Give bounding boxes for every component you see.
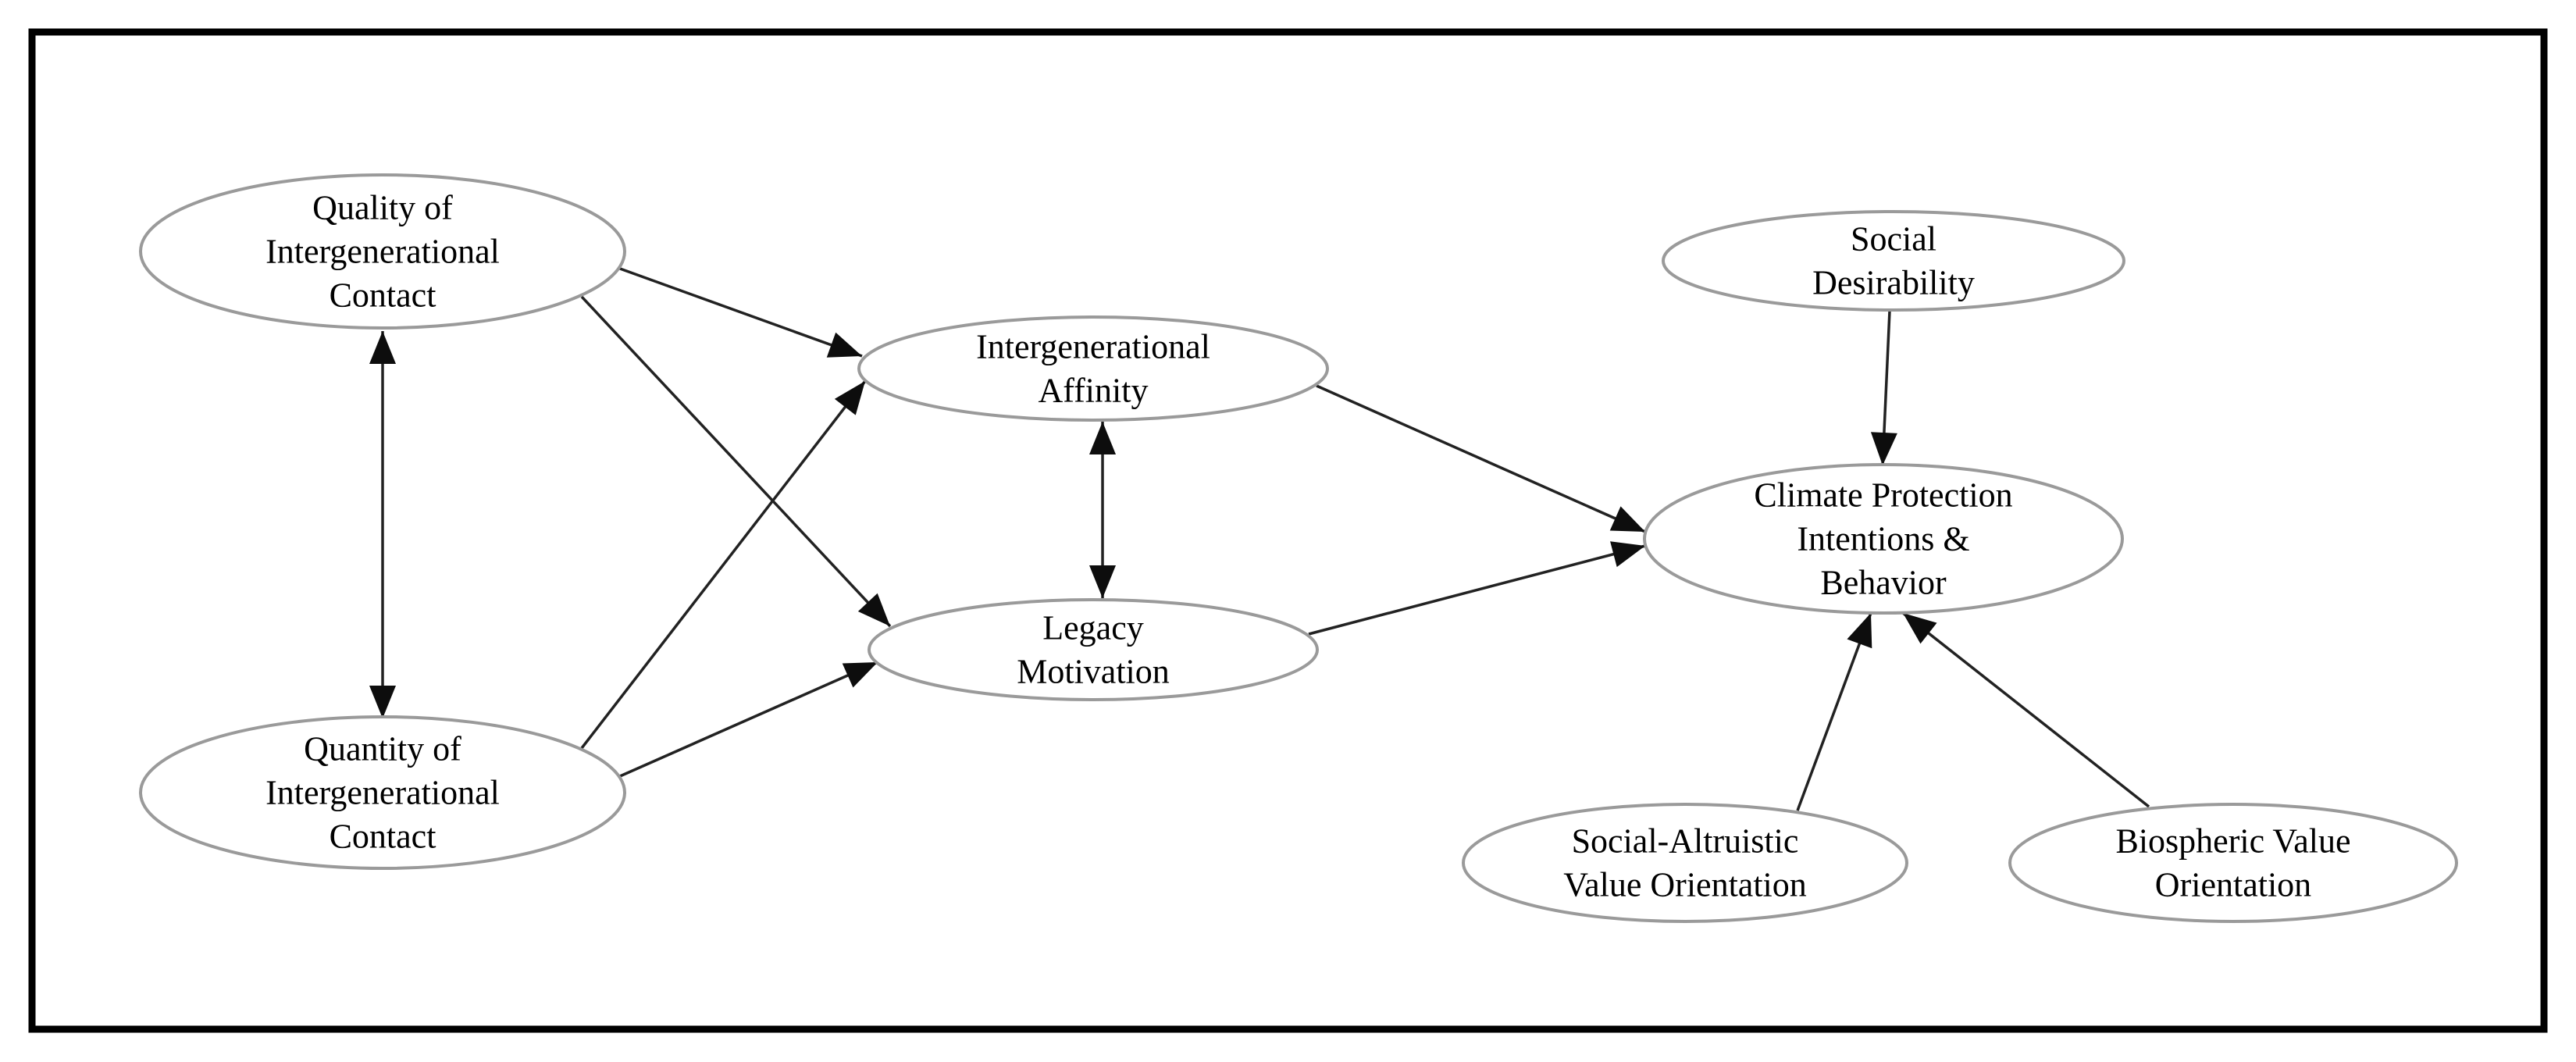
edge-line-quantity-affinity [580, 380, 867, 750]
quality-of-intergenerational-contact-label-line: Intergenerational [265, 233, 500, 271]
quantity-of-intergenerational-contact-label-line: Quantity of [304, 730, 461, 768]
edge-quantity-affinity [580, 380, 867, 750]
climate-protection-intentions-and-behavior-label-line: Climate Protection [1754, 476, 2012, 515]
arrowhead-icon [857, 593, 890, 626]
arrowhead-icon [1089, 422, 1116, 454]
social-desirability-label-line: Social [1851, 220, 1936, 258]
edge-quality-legacy [580, 295, 892, 628]
arrowhead-icon [834, 381, 865, 415]
quality-of-intergenerational-contact-label-line: Quality of [312, 189, 453, 227]
arrowhead-icon [1609, 506, 1645, 532]
biospheric-value-orientation-label-line: Biospheric Value [2115, 822, 2350, 861]
quantity-of-intergenerational-contact-label-line: Intergenerational [265, 774, 500, 812]
quality-of-intergenerational-contact-label-line: Contact [330, 276, 436, 315]
intergenerational-affinity-label-line: Intergenerational [976, 328, 1210, 366]
edge-quality-quantity [369, 331, 396, 718]
arrowhead-icon [369, 686, 396, 718]
edge-line-legacy-climate [1308, 544, 1646, 636]
edge-social-altruistic-climate [1796, 612, 1872, 811]
biospheric-value-orientation-ellipse [2008, 803, 2458, 923]
climate-protection-intentions-and-behavior-label-line: Intentions & [1797, 520, 1969, 558]
legacy-motivation-ellipse [868, 598, 1319, 701]
arrowhead-icon [826, 332, 862, 358]
arrowhead-icon [1089, 565, 1116, 598]
quantity-of-intergenerational-contact-label-line: Contact [330, 818, 436, 856]
intergenerational-affinity-ellipse [857, 315, 1329, 422]
social-altruistic-value-orientation-ellipse [1462, 803, 1908, 923]
arrowhead-icon [1903, 613, 1937, 644]
social-altruistic-value-orientation-label-line: Social-Altruistic [1572, 822, 1799, 861]
climate-protection-intentions-and-behavior-ellipse [1643, 463, 2124, 615]
legacy-motivation-label-line: Legacy [1042, 609, 1143, 647]
social-altruistic-value-orientation-label-line: Value Orientation [1563, 866, 1807, 904]
edges-layer [369, 267, 2150, 811]
quality-of-intergenerational-contact-ellipse [139, 173, 626, 330]
edge-line-social-altruistic-climate [1796, 612, 1872, 811]
edge-quantity-legacy [619, 661, 878, 778]
arrowhead-icon [1847, 613, 1872, 649]
edge-biospheric-climate [1901, 611, 2150, 808]
quantity-of-intergenerational-contact-ellipse [139, 715, 626, 870]
edge-affinity-climate [1316, 384, 1646, 533]
nodes-layer: Quality ofIntergenerationalContactQuanti… [139, 173, 2458, 923]
edge-social-desirability-climate [1870, 310, 1897, 466]
biospheric-value-orientation-label-line: Orientation [2155, 866, 2311, 904]
intergenerational-affinity-label-line: Affinity [1039, 372, 1149, 410]
edge-line-quantity-legacy [619, 661, 878, 778]
social-desirability-ellipse [1662, 210, 2125, 312]
edge-line-quality-affinity [619, 267, 863, 358]
edge-line-quality-legacy [580, 295, 892, 628]
edge-affinity-legacy [1089, 422, 1116, 598]
climate-protection-intentions-and-behavior-label-line: Behavior [1820, 564, 1947, 602]
arrowhead-icon [842, 662, 878, 688]
arrowhead-icon [1870, 432, 1897, 465]
arrowhead-icon [1610, 541, 1645, 568]
edge-legacy-climate [1308, 541, 1646, 636]
arrowhead-icon [369, 331, 396, 364]
social-desirability-label-line: Desirability [1812, 264, 1975, 302]
edge-quality-affinity [619, 267, 863, 358]
legacy-motivation-label-line: Motivation [1017, 653, 1170, 691]
edge-line-affinity-climate [1316, 384, 1646, 533]
figure-border [28, 28, 2548, 1033]
edge-line-biospheric-climate [1901, 611, 2150, 808]
